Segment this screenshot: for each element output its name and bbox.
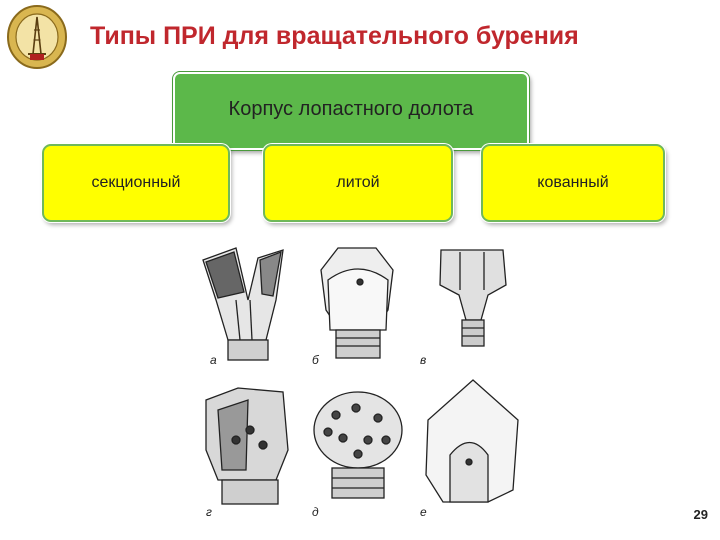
drill-bit-a: а (202, 247, 284, 367)
figure-label-c: в (420, 353, 426, 367)
main-node-label: Корпус лопастного долота (228, 98, 474, 120)
main-node-box: Корпус лопастного долота (173, 72, 529, 150)
type-box-forged: кованный (481, 144, 665, 222)
figure-label-e: д (312, 505, 319, 519)
page-title: Типы ПРИ для вращательного бурения (90, 22, 579, 50)
drill-bit-b: б (312, 247, 394, 367)
drill-bits-illustration: а б в г (202, 247, 519, 519)
drill-bit-d: г (205, 387, 289, 519)
type-box-sectional: секционный (42, 144, 230, 222)
drill-bit-f: е (420, 379, 519, 519)
figure-label-b: б (312, 353, 320, 367)
drill-bit-e: д (312, 391, 403, 519)
page-number: 29 (693, 507, 708, 522)
drill-bit-c: в (420, 249, 507, 367)
figure-label-f: е (420, 505, 427, 519)
university-emblem-icon (7, 5, 67, 69)
figure-label-a: а (210, 353, 217, 367)
figure-label-d: г (206, 505, 212, 519)
type-box-cast: литой (263, 144, 453, 222)
